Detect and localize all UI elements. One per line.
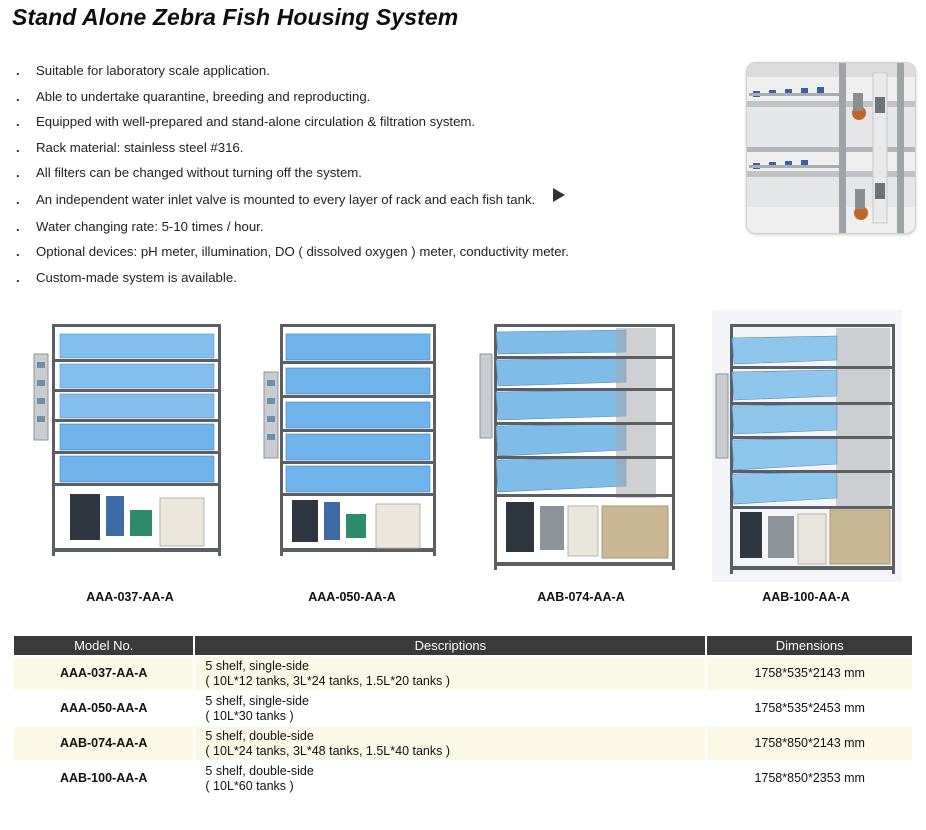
- description-cell: 5 shelf, double-side( 10L*24 tanks, 3L*4…: [195, 727, 706, 760]
- model-cell: AAA-050-AA-A: [14, 692, 194, 725]
- feature-item: . Equipped with well-prepared and stand-a…: [14, 109, 734, 135]
- description-line: ( 10L*12 tanks, 3L*24 tanks, 1.5L*20 tan…: [205, 673, 451, 688]
- table-header-row: Model No. Descriptions Dimensions: [14, 636, 912, 655]
- product-image-aaa-037[interactable]: [30, 310, 230, 570]
- valve-closeup-illustration: [747, 63, 915, 233]
- bullet-mark: .: [16, 218, 20, 234]
- description-cell: 5 shelf, double-side( 10L*60 tanks ): [195, 762, 706, 795]
- model-cell: AAB-100-AA-A: [14, 762, 194, 795]
- bullet-mark: .: [16, 114, 20, 129]
- feature-text: All filters can be changed without turni…: [36, 165, 362, 180]
- column-header-descriptions: Descriptions: [195, 636, 706, 655]
- model-cell: AAA-037-AA-A: [14, 657, 194, 690]
- product-label: AAA-050-AA-A: [308, 590, 396, 604]
- feature-text: Custom-made system is available.: [36, 269, 237, 285]
- column-header-model: Model No.: [14, 636, 194, 655]
- page-title: Stand Alone Zebra Fish Housing System: [12, 4, 459, 30]
- feature-list: . Suitable for laboratory scale applicati…: [14, 58, 734, 290]
- rack-illustration-single-side: [33, 324, 221, 556]
- description-line: ( 10L*24 tanks, 3L*48 tanks, 1.5L*40 tan…: [205, 743, 451, 758]
- product-label: AAA-037-AA-A: [86, 590, 174, 604]
- product-image-aab-100[interactable]: [712, 310, 902, 582]
- product-label: AAB-074-AA-A: [537, 590, 625, 604]
- product-image-aab-074[interactable]: [476, 310, 686, 580]
- feature-item: . Optional devices: pH meter, illuminatio…: [14, 239, 734, 265]
- feature-item: . Able to undertake quarantine, breeding …: [14, 84, 734, 110]
- rack-illustration-double-side: [479, 324, 675, 570]
- rack-illustration-double-side: [712, 310, 902, 582]
- dimension-cell: 1758*535*2143 mm: [707, 657, 912, 690]
- bullet-mark: .: [16, 139, 20, 155]
- feature-text: Able to undertake quarantine, breeding a…: [36, 88, 371, 104]
- specification-table: Model No. Descriptions Dimensions AAA-03…: [12, 634, 914, 797]
- product-gallery: AAA-037-AA-A AAA-050-AA-A AAB-074-AA-A A…: [0, 310, 926, 610]
- description-line: 5 shelf, single-side: [205, 658, 309, 673]
- feature-item: . Suitable for laboratory scale applicati…: [14, 58, 734, 84]
- bullet-mark: .: [16, 269, 20, 285]
- feature-item: . Water changing rate: 5-10 times / hour.: [14, 214, 734, 240]
- feature-item: . All filters can be changed without turn…: [14, 160, 734, 186]
- feature-text: Suitable for laboratory scale applicatio…: [36, 63, 270, 78]
- description-line: 5 shelf, double-side: [205, 728, 314, 743]
- feature-text: Optional devices: pH meter, illumination…: [36, 244, 569, 259]
- bullet-mark: .: [16, 63, 20, 78]
- description-line: ( 10L*60 tanks ): [205, 778, 294, 793]
- dimension-cell: 1758*850*2353 mm: [707, 762, 912, 795]
- description-line: 5 shelf, double-side: [205, 763, 314, 778]
- rack-illustration-single-side: [263, 324, 436, 556]
- table-row: AAB-074-AA-A 5 shelf, double-side( 10L*2…: [14, 727, 912, 760]
- description-cell: 5 shelf, single-side( 10L*12 tanks, 3L*2…: [195, 657, 706, 690]
- table-row: AAA-037-AA-A 5 shelf, single-side( 10L*1…: [14, 657, 912, 690]
- description-line: 5 shelf, single-side: [205, 693, 309, 708]
- bullet-mark: .: [16, 191, 20, 207]
- bullet-mark: .: [16, 244, 20, 259]
- product-label: AAB-100-AA-A: [762, 590, 850, 604]
- play-icon[interactable]: [553, 188, 565, 202]
- bullet-mark: .: [16, 88, 20, 104]
- feature-item: . Rack material: stainless steel #316.: [14, 135, 734, 161]
- product-image-aaa-050[interactable]: [258, 310, 458, 570]
- feature-text: Rack material: stainless steel #316.: [36, 139, 244, 155]
- valve-closeup-image[interactable]: [746, 62, 916, 234]
- description-cell: 5 shelf, single-side( 10L*30 tanks ): [195, 692, 706, 725]
- table-row: AAA-050-AA-A 5 shelf, single-side( 10L*3…: [14, 692, 912, 725]
- dimension-cell: 1758*850*2143 mm: [707, 727, 912, 760]
- feature-text: An independent water inlet valve is moun…: [36, 191, 536, 207]
- table-row: AAB-100-AA-A 5 shelf, double-side( 10L*6…: [14, 762, 912, 795]
- feature-item: . Custom-made system is available.: [14, 265, 734, 291]
- bullet-mark: .: [16, 165, 20, 180]
- dimension-cell: 1758*535*2453 mm: [707, 692, 912, 725]
- model-cell: AAB-074-AA-A: [14, 727, 194, 760]
- feature-item: . An independent water inlet valve is mou…: [14, 186, 734, 214]
- description-line: ( 10L*30 tanks ): [205, 708, 294, 723]
- feature-text: Equipped with well-prepared and stand-al…: [36, 114, 476, 129]
- feature-text: Water changing rate: 5-10 times / hour.: [36, 218, 264, 234]
- column-header-dimensions: Dimensions: [707, 636, 912, 655]
